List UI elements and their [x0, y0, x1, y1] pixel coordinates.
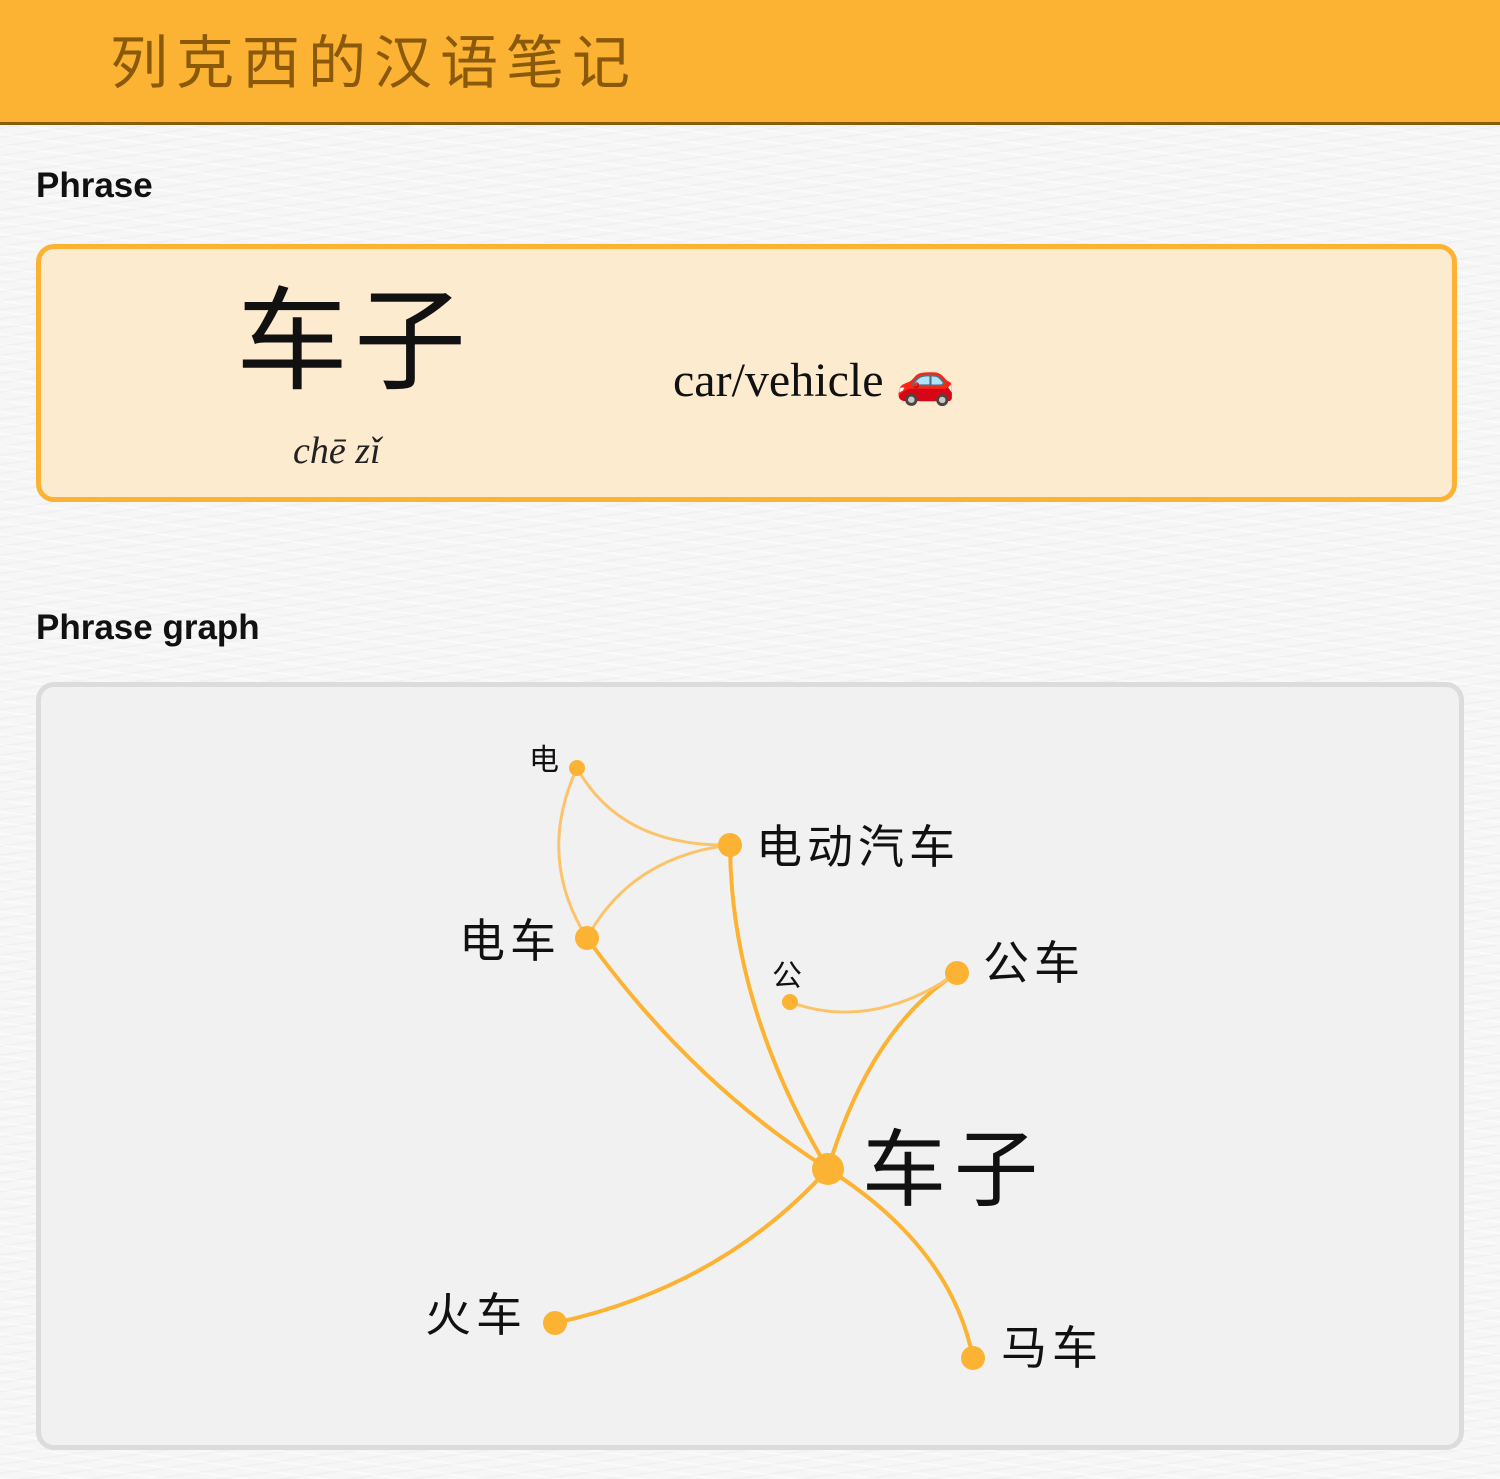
graph-node-dot-huoche[interactable]: [543, 1311, 567, 1335]
graph-node-dot-chezi[interactable]: [812, 1153, 844, 1185]
graph-edge-chezi-mache: [826, 1167, 975, 1359]
phrase-meaning: car/vehicle 🚗: [673, 354, 956, 407]
graph-node-chezi[interactable]: 车子: [812, 1121, 1046, 1219]
graph-node-dot-dianche[interactable]: [575, 926, 599, 950]
site-title[interactable]: 列克西的汉语笔记: [110, 29, 639, 97]
graph-node-diandongqiche[interactable]: 电动汽车: [718, 820, 960, 874]
graph-node-mache[interactable]: 马车: [961, 1321, 1103, 1375]
phrase-hanzi: 车子: [236, 277, 472, 407]
graph-node-dot-gong[interactable]: [782, 994, 798, 1010]
phrase-graph-panel[interactable]: 车子 电车 电动汽车 电公 公车火车马车: [36, 682, 1464, 1450]
graph-node-label-dianche[interactable]: 电车: [459, 914, 561, 968]
graph-node-dot-mache[interactable]: [961, 1346, 985, 1370]
graph-edge-dianche-diandongqiche: [585, 843, 731, 939]
graph-node-dot-dian[interactable]: [569, 760, 585, 776]
graph-node-huoche[interactable]: 火车: [425, 1288, 567, 1342]
phrase-graph-heading: Phrase graph: [36, 608, 260, 647]
graph-edge-chezi-diandongqiche: [728, 844, 830, 1171]
graph-edge-chezi-huoche: [554, 1167, 830, 1325]
graph-node-label-chezi[interactable]: 车子: [862, 1121, 1046, 1219]
graph-node-dian[interactable]: 电: [529, 743, 585, 778]
graph-edge-dian-diandongqiche: [575, 767, 731, 847]
graph-node-dot-diandongqiche[interactable]: [718, 833, 742, 857]
header-bar: 列克西的汉语笔记: [0, 0, 1500, 125]
graph-node-dianche[interactable]: 电车: [459, 914, 599, 968]
graph-node-label-gong[interactable]: 公: [772, 959, 805, 994]
graph-node-label-diandongqiche[interactable]: 电动汽车: [756, 820, 960, 874]
graph-node-label-gongche[interactable]: 公车: [983, 936, 1085, 990]
graph-node-label-dian[interactable]: 电: [529, 743, 562, 778]
graph-node-gongche[interactable]: 公车: [945, 936, 1085, 990]
graph-edges: [554, 767, 975, 1359]
graph-node-label-huoche[interactable]: 火车: [425, 1288, 527, 1342]
graph-node-label-mache[interactable]: 马车: [1001, 1321, 1103, 1375]
phrase-heading: Phrase: [36, 166, 153, 205]
graph-edge-chezi-dianche: [585, 936, 830, 1171]
phrase-card: 车子 chē zǐ car/vehicle 🚗: [36, 244, 1457, 502]
graph-edge-chezi-gongche: [826, 971, 959, 1170]
graph-edge-gong-gongche: [789, 971, 958, 1014]
graph-node-gong[interactable]: 公: [772, 959, 805, 1010]
graph-edge-dian-dianche: [557, 767, 589, 939]
graph-node-dot-gongche[interactable]: [945, 961, 969, 985]
phrase-pinyin: chē zǐ: [293, 430, 381, 472]
